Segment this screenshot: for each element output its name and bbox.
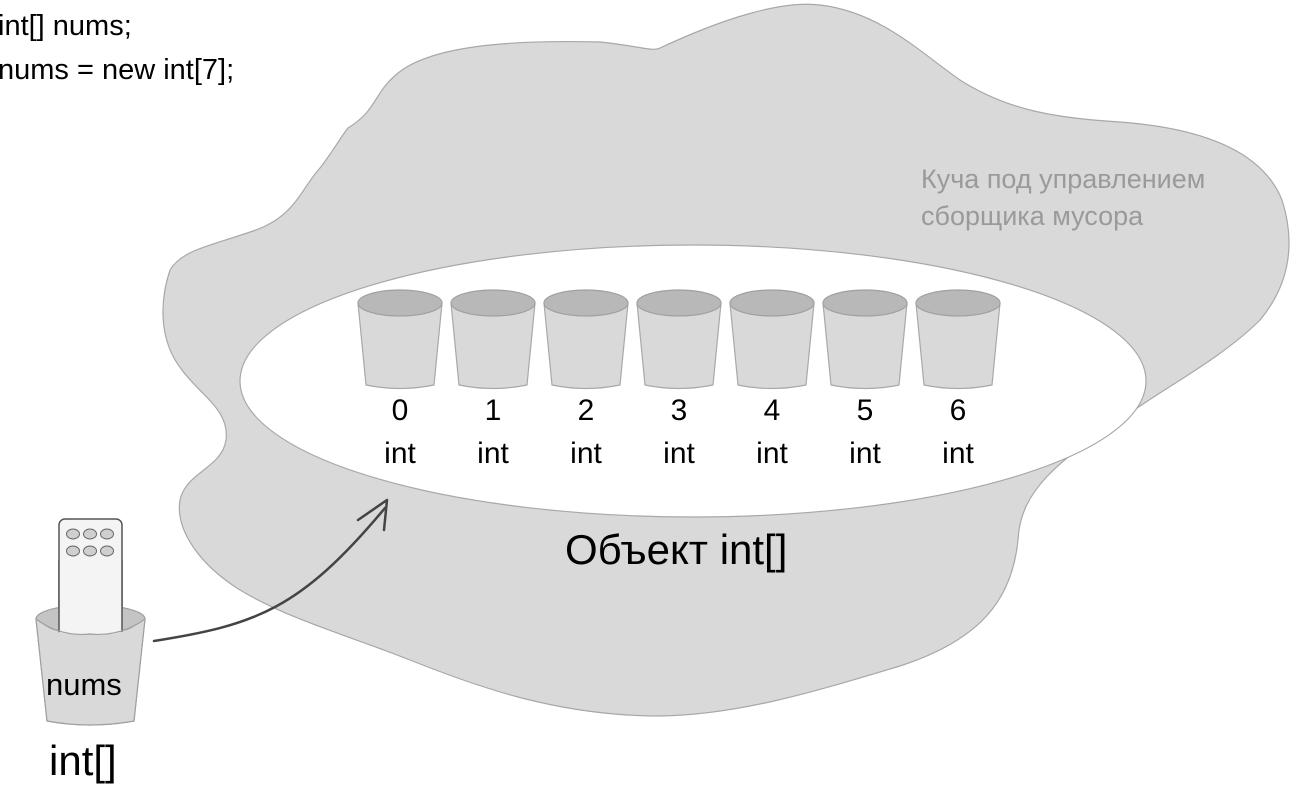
array-element-cup xyxy=(357,302,443,390)
array-element: 5 int xyxy=(822,289,908,470)
array-element-type: int xyxy=(849,437,881,470)
array-element-type: int xyxy=(663,437,695,470)
heap-label-line-2: сборщика мусора xyxy=(921,201,1144,231)
array-element-cup xyxy=(450,302,536,390)
array-element-index: 1 xyxy=(485,394,502,427)
reference-name: nums xyxy=(46,667,122,702)
heap-label: Куча под управлением сборщика мусора xyxy=(921,164,1205,231)
array-element: 2 int xyxy=(543,289,629,470)
array-element-type: int xyxy=(942,437,974,470)
array-element: 3 int xyxy=(636,289,722,470)
array-element-cup xyxy=(915,302,1001,390)
array-element-type: int xyxy=(384,437,416,470)
array-element-index: 5 xyxy=(857,394,874,427)
reference-arrow xyxy=(152,498,389,643)
remote-button xyxy=(83,528,97,540)
remote-button xyxy=(66,545,80,557)
remote-button xyxy=(83,545,97,557)
array-element-cup-rim xyxy=(357,289,443,317)
array-element-index: 3 xyxy=(671,394,688,427)
array-element-index: 6 xyxy=(950,394,967,427)
reference-type: int[] xyxy=(49,737,117,784)
array-element: 1 int xyxy=(450,289,536,470)
array-element-cup-rim xyxy=(729,289,815,317)
array-element-index: 4 xyxy=(764,394,781,427)
remote-button xyxy=(66,528,80,540)
reference-variable: nums int[] xyxy=(35,518,146,784)
remote-button xyxy=(100,528,114,540)
reference-cup xyxy=(35,560,146,726)
array-element-cup-rim xyxy=(636,289,722,317)
remote-button xyxy=(100,545,114,557)
array-element-cup-rim xyxy=(543,289,629,317)
array-object-label: Объект int[] xyxy=(565,526,787,573)
array-element: 0 int xyxy=(357,289,443,470)
array-element: 4 int xyxy=(729,289,815,470)
array-element-type: int xyxy=(570,437,602,470)
array-element-index: 2 xyxy=(578,394,595,427)
heap-label-line-1: Куча под управлением xyxy=(921,164,1205,194)
array-element-cup-rim xyxy=(450,289,536,317)
array-element-type: int xyxy=(756,437,788,470)
array-element-cup-rim xyxy=(915,289,1001,317)
array-elements: 0 int 1 int 2 int 3 int 4 int 5 int 6 int xyxy=(357,289,1001,470)
code-line-1: int[] nums; xyxy=(0,10,132,42)
array-element-cup xyxy=(543,302,629,390)
array-element-cup xyxy=(636,302,722,390)
code-snippet: int[] nums; nums = new int[7]; xyxy=(0,10,234,86)
array-element-cup xyxy=(729,302,815,390)
array-element: 6 int xyxy=(915,289,1001,470)
array-element-cup-rim xyxy=(822,289,908,317)
array-element-type: int xyxy=(477,437,509,470)
code-line-2: nums = new int[7]; xyxy=(0,54,234,86)
array-element-index: 0 xyxy=(392,394,409,427)
array-element-cup xyxy=(822,302,908,390)
